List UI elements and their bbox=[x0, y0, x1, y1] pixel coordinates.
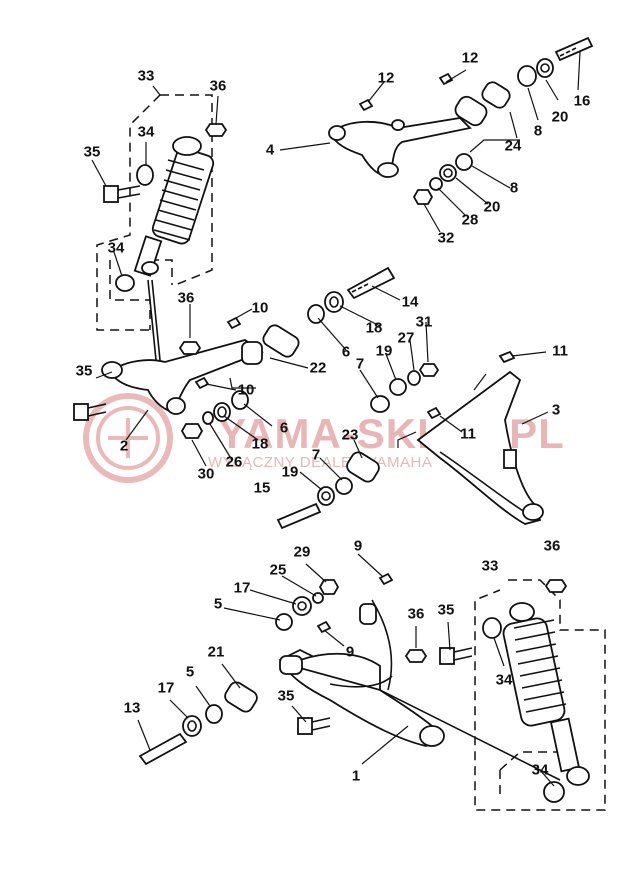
callout-11b: 11 bbox=[460, 425, 476, 443]
shock-absorber-lower bbox=[439, 579, 606, 811]
callout-20a: 20 bbox=[551, 108, 569, 126]
callout-1: 1 bbox=[351, 767, 361, 785]
callout-10a: 10 bbox=[251, 299, 269, 317]
callout-36d: 36 bbox=[543, 537, 561, 555]
callout-8a: 8 bbox=[533, 122, 543, 140]
callout-36b: 36 bbox=[177, 289, 195, 307]
callout-29: 29 bbox=[293, 543, 311, 561]
callout-7b: 7 bbox=[311, 446, 321, 464]
callout-5b: 5 bbox=[185, 663, 195, 681]
callout-24: 24 bbox=[504, 137, 522, 155]
callout-26: 26 bbox=[225, 453, 243, 471]
callout-28: 28 bbox=[461, 211, 479, 229]
callout-12a: 12 bbox=[377, 69, 395, 87]
callout-35c: 35 bbox=[437, 601, 455, 619]
callout-6b: 6 bbox=[279, 419, 289, 437]
callout-33a: 33 bbox=[137, 67, 155, 85]
callout-32: 32 bbox=[437, 229, 455, 247]
callout-7a: 7 bbox=[355, 355, 365, 373]
callout-31: 31 bbox=[415, 313, 433, 331]
callout-35a: 35 bbox=[83, 143, 101, 161]
upper-arm-left bbox=[73, 266, 401, 467]
callout-36c: 36 bbox=[407, 605, 425, 623]
callout-19b: 19 bbox=[281, 463, 299, 481]
shock-absorber-upper bbox=[96, 94, 228, 331]
upper-arm-right bbox=[279, 36, 594, 233]
callout-11a: 11 bbox=[552, 342, 568, 360]
callout-9a: 9 bbox=[353, 537, 363, 555]
callout-3: 3 bbox=[551, 401, 561, 419]
callout-2: 2 bbox=[119, 437, 129, 455]
callout-8b: 8 bbox=[509, 179, 519, 197]
lower-arm-left bbox=[137, 553, 561, 781]
callout-20b: 20 bbox=[483, 198, 501, 216]
callout-18b: 18 bbox=[251, 435, 269, 453]
callout-22: 22 bbox=[309, 359, 327, 377]
callout-9b: 9 bbox=[345, 643, 355, 661]
callout-35d: 35 bbox=[277, 687, 295, 705]
callout-6a: 6 bbox=[341, 343, 351, 361]
callout-30: 30 bbox=[197, 465, 215, 483]
callout-27: 27 bbox=[397, 329, 415, 347]
callout-34b: 34 bbox=[107, 239, 125, 257]
callout-16: 16 bbox=[573, 92, 591, 110]
callout-13: 13 bbox=[123, 699, 141, 717]
callout-34a: 34 bbox=[137, 123, 155, 141]
callout-25: 25 bbox=[269, 561, 287, 579]
callout-4: 4 bbox=[265, 141, 275, 159]
callout-17b: 17 bbox=[157, 679, 175, 697]
callout-34d: 34 bbox=[531, 761, 549, 779]
callout-5a: 5 bbox=[213, 595, 223, 613]
callout-21: 21 bbox=[207, 643, 225, 661]
callout-23: 23 bbox=[341, 426, 359, 444]
callout-36a: 36 bbox=[209, 77, 227, 95]
callout-18a: 18 bbox=[365, 319, 383, 337]
callout-17a: 17 bbox=[233, 579, 251, 597]
lower-arm-right bbox=[276, 321, 549, 530]
callout-12b: 12 bbox=[461, 49, 479, 67]
callout-19a: 19 bbox=[375, 342, 393, 360]
callout-14: 14 bbox=[401, 293, 419, 311]
callout-34c: 34 bbox=[495, 671, 513, 689]
callout-35b: 35 bbox=[75, 362, 93, 380]
callout-33b: 33 bbox=[481, 557, 499, 575]
callout-10b: 10 bbox=[237, 381, 255, 399]
callout-15: 15 bbox=[253, 479, 271, 497]
